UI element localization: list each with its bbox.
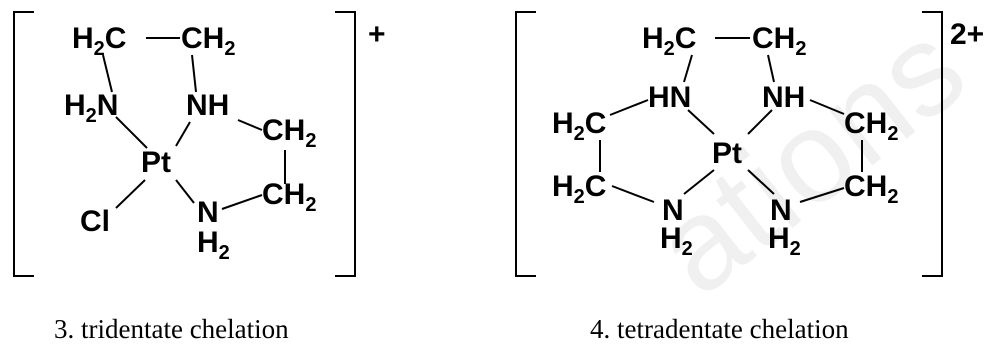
atom-n-left: N: [662, 194, 684, 227]
bond-pt-cl: [115, 179, 146, 209]
bond-c-n-left: [102, 54, 113, 93]
caption-left: 3. tridentate chelation: [54, 314, 289, 344]
bond-ch2-hn: [609, 99, 649, 116]
atom-h2n: H2N: [64, 89, 118, 127]
bond-pt-n-bottom: [175, 179, 195, 204]
atom-nh: NH: [762, 81, 805, 114]
structure-right: 2+ H2C CH2 HN NH H2C CH2 Pt H2C CH2 N N …: [515, 11, 984, 344]
atom-ch2-top-right: CH2: [181, 22, 235, 60]
atom-cl: Cl: [80, 205, 110, 238]
atom-ch2-top-left: H2C: [642, 22, 696, 60]
bond-ch2-n-left: [611, 185, 655, 203]
bond-c-nh: [191, 54, 197, 93]
bond-c-nh: [767, 54, 775, 83]
bond-nh-pt: [175, 121, 191, 147]
bond-nh-ch2: [809, 99, 845, 115]
left-bracket: [515, 11, 536, 277]
structure-left: + H2C CH2 H2N NH CH2 Pt Cl N CH2 H2 3. t…: [13, 11, 386, 344]
atom-ch2-left-upper: H2C: [552, 107, 606, 145]
bond-n-ch2-right: [799, 187, 845, 203]
caption-right: 4. tetradentate chelation: [590, 314, 849, 344]
atom-ch2-left-lower: H2C: [552, 170, 606, 208]
bond-nh-pt: [747, 109, 773, 135]
atom-ch2-top-right: CH2: [752, 22, 806, 60]
atom-pt: Pt: [712, 137, 742, 170]
atom-nh: NH: [186, 89, 229, 122]
right-bracket: [922, 11, 943, 277]
bond-pt-n-left: [683, 169, 715, 195]
atom-pt: Pt: [141, 146, 171, 179]
bond-nh-ch2: [237, 119, 263, 131]
atom-hn: HN: [648, 81, 691, 114]
atom-ch2-right-lower: CH2: [262, 178, 316, 216]
bond-n-ch2-bottom: [221, 194, 263, 210]
bond-pt-n-right: [747, 169, 775, 195]
atom-h2-bottom: H2: [197, 226, 230, 264]
atom-n-bottom: N: [197, 196, 219, 229]
atom-h2-right: H2: [768, 222, 801, 260]
bond-n-pt-left: [115, 116, 148, 149]
bond-hn-pt: [687, 109, 715, 135]
charge-label: +: [368, 18, 386, 51]
bond-c-hn: [683, 54, 693, 83]
charge-label: 2+: [950, 18, 984, 51]
atom-ch2-top-left: H2C: [72, 22, 126, 60]
atom-n-right: N: [770, 194, 792, 227]
left-bracket: [13, 11, 34, 277]
right-bracket: [335, 11, 356, 277]
atom-ch2-right-upper: CH2: [262, 114, 316, 152]
